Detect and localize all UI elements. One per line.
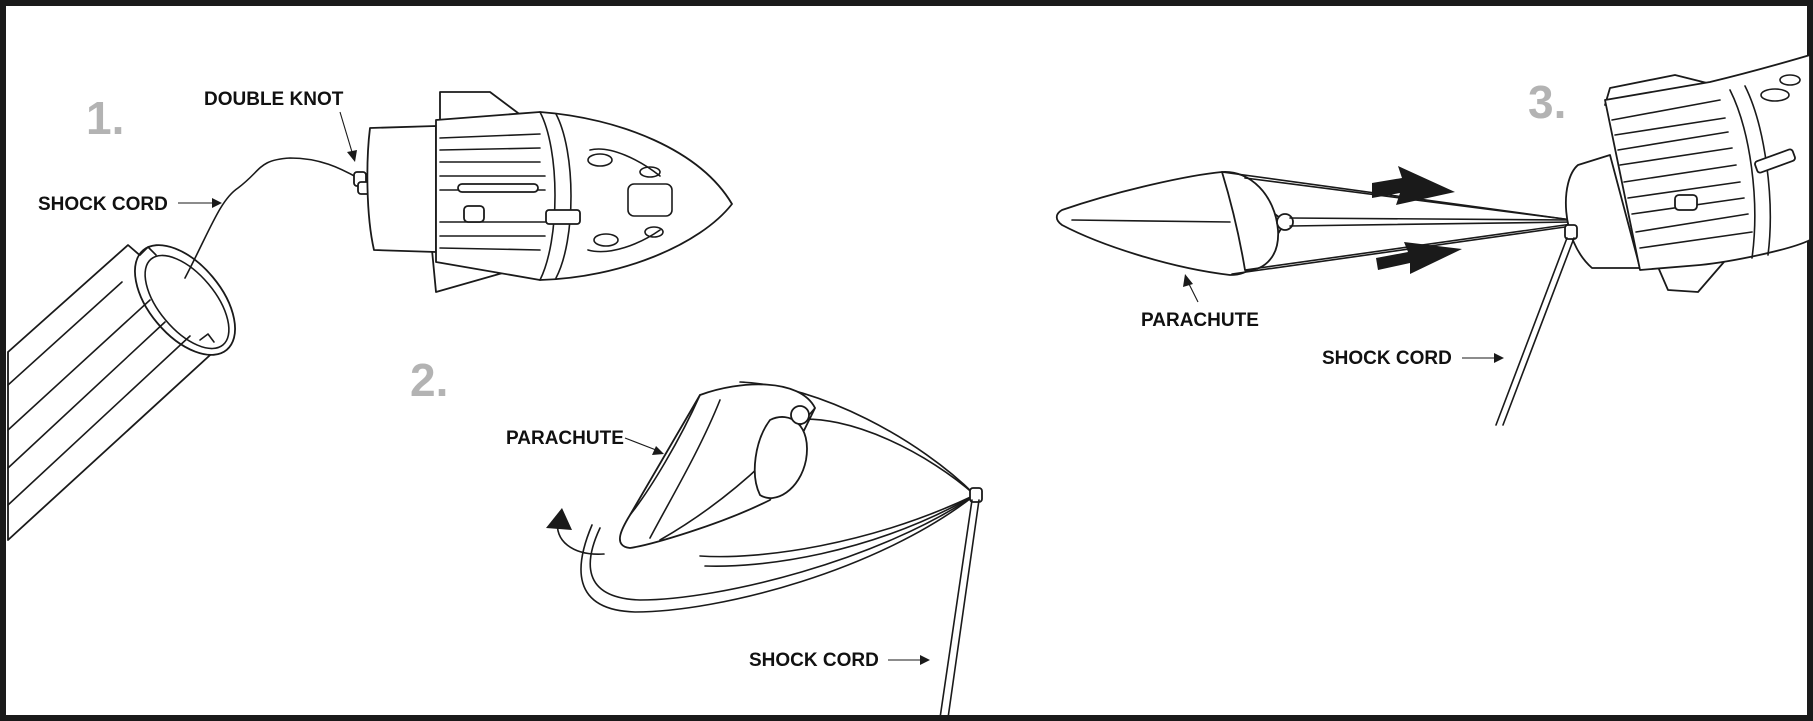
pointer-arrowhead xyxy=(652,446,664,455)
rocket-body-tube xyxy=(7,244,236,541)
step-2-parachute-label: PARACHUTE xyxy=(506,428,624,449)
step-1-double-knot-label: DOUBLE KNOT xyxy=(204,89,344,110)
shock-cord-line xyxy=(1502,237,1575,426)
step-1-panel: 1. xyxy=(7,89,733,541)
shock-cord-line xyxy=(184,157,359,279)
capsule-nose-cone xyxy=(1564,54,1811,293)
step-3-parachute-label: PARACHUTE xyxy=(1141,310,1259,331)
step-1-shock-cord-label: SHOCK CORD xyxy=(38,194,168,215)
pull-arrow-lower xyxy=(1376,242,1462,274)
shock-cord-line xyxy=(947,499,980,719)
step-2-panel: 2. PARACHUTE SHOCK COR xyxy=(410,354,983,719)
step-2-number: 2. xyxy=(410,354,448,406)
pull-arrow-upper xyxy=(1372,166,1455,205)
pointer-arrowhead xyxy=(920,655,930,665)
pointer-arrowhead xyxy=(1183,274,1193,287)
parachute-canopy xyxy=(619,383,816,549)
capsule-nose-cone xyxy=(366,91,733,293)
step-3-number: 3. xyxy=(1528,76,1566,128)
pointer-arrowhead xyxy=(1494,353,1504,363)
step-1-double-knot-pointer xyxy=(339,111,353,153)
shock-cord-line xyxy=(939,499,973,719)
step-2-parachute-pointer xyxy=(624,437,657,451)
cord-knot xyxy=(1564,224,1578,240)
pointer-arrowhead xyxy=(212,198,222,208)
pointer-arrowhead xyxy=(347,150,357,162)
parachute-canopy-extended xyxy=(1055,171,1294,276)
step-2-shock-cord-label: SHOCK CORD xyxy=(749,650,879,671)
step-1-number: 1. xyxy=(86,92,124,144)
cord-knot xyxy=(969,487,983,503)
step-3-panel: 3. xyxy=(1055,54,1811,426)
step-3-shock-cord-label: SHOCK CORD xyxy=(1322,348,1452,369)
rotation-arrowhead xyxy=(546,508,572,530)
shroud-lines xyxy=(580,381,976,613)
shock-cord-line xyxy=(1495,237,1568,426)
step-3-parachute-pointer xyxy=(1187,281,1199,303)
